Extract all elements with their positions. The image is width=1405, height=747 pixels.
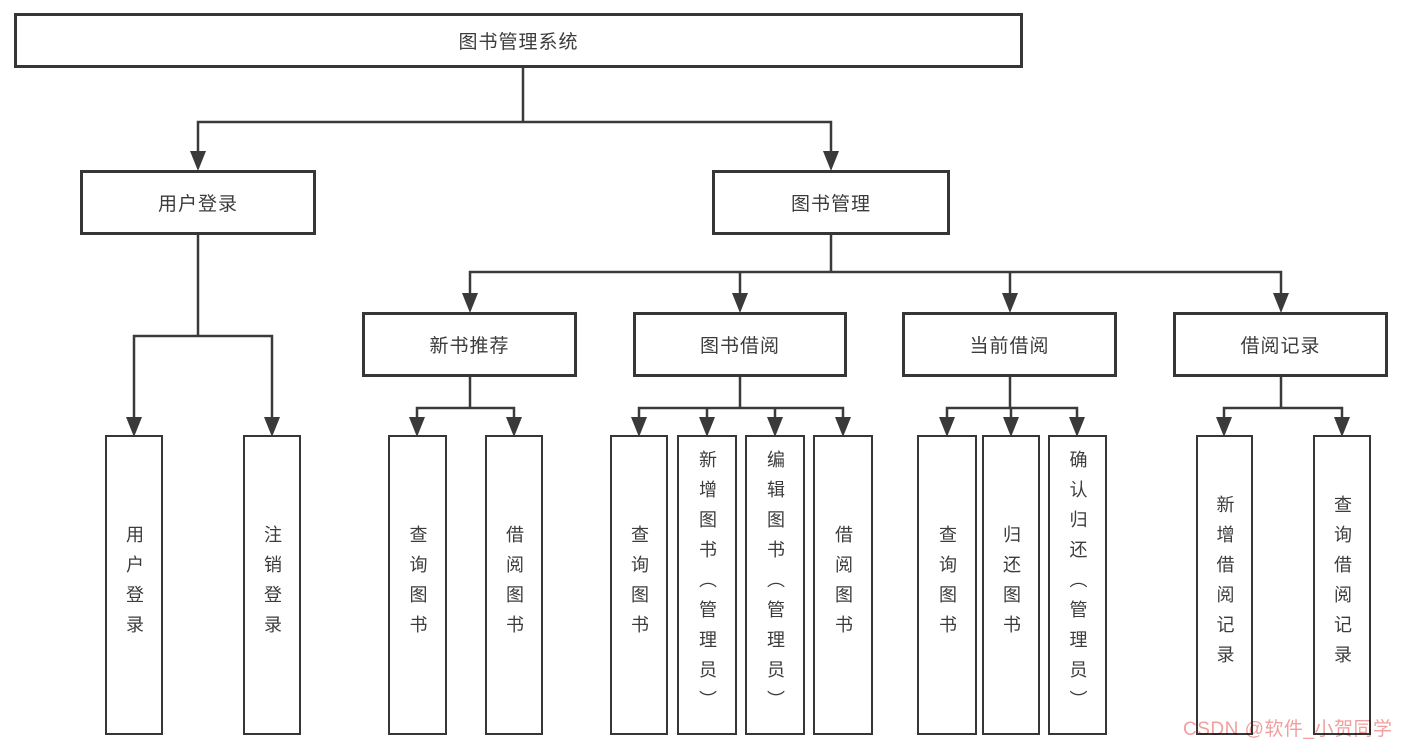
leaf-logout: 注销登录 (243, 435, 301, 735)
leaf-add-books-admin: 新增图书（管理员） (677, 435, 737, 735)
arrowheads (126, 151, 1350, 437)
node-new-book-recommendation: 新书推荐 (362, 312, 577, 377)
leaf-edit-books-admin: 编辑图书（管理员） (745, 435, 805, 735)
leaf-query-borrow-record: 查询借阅记录 (1313, 435, 1371, 735)
leaf-query-books-newrec: 查询图书 (388, 435, 447, 735)
leaf-confirm-return-admin: 确认归还（管理员） (1048, 435, 1107, 735)
watermark-text: CSDN @软件_小贺同学 (1183, 719, 1393, 740)
leaf-borrow-books-borrowing: 借阅图书 (813, 435, 873, 735)
leaf-add-borrow-record: 新增借阅记录 (1196, 435, 1253, 735)
node-user-login: 用户登录 (80, 170, 316, 235)
leaf-return-books: 归还图书 (982, 435, 1040, 735)
leaf-query-books-current: 查询图书 (917, 435, 977, 735)
node-borrowing-records: 借阅记录 (1173, 312, 1388, 377)
leaf-query-books-borrowing: 查询图书 (610, 435, 668, 735)
node-current-borrowing: 当前借阅 (902, 312, 1117, 377)
node-book-management: 图书管理 (712, 170, 950, 235)
leaf-borrow-books-newrec: 借阅图书 (485, 435, 543, 735)
node-library-management-system: 图书管理系统 (14, 13, 1023, 68)
node-book-borrowing: 图书借阅 (633, 312, 847, 377)
leaf-user-login: 用户登录 (105, 435, 163, 735)
